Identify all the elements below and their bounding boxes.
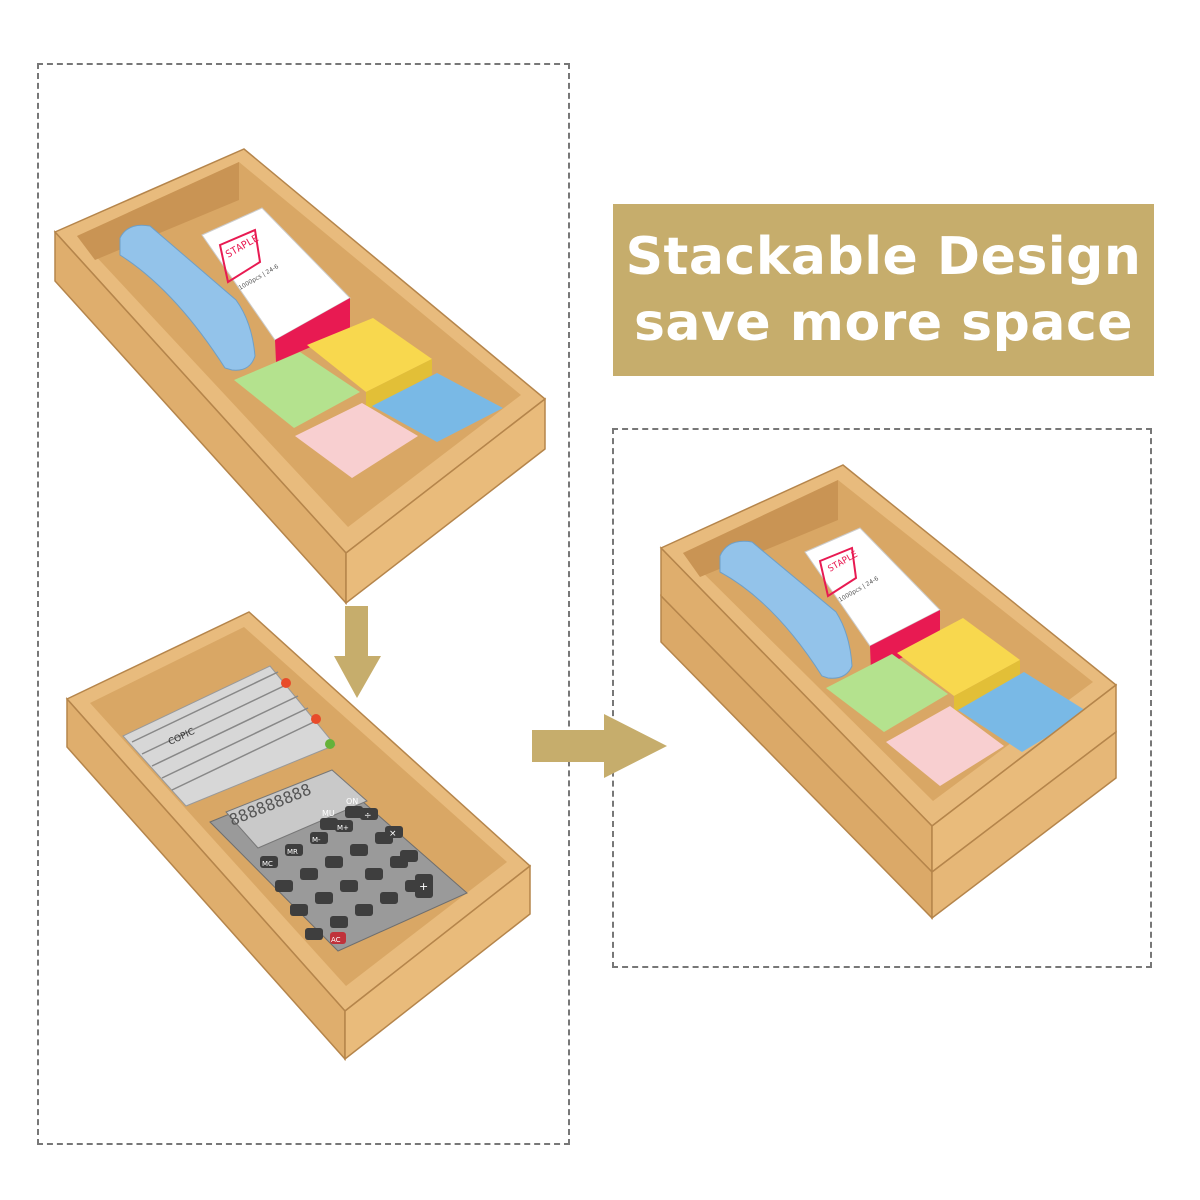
stacked-sticky-note-yellow (897, 618, 1020, 712)
sticky-note-pink (295, 403, 418, 478)
key-m-minus: M- (312, 836, 321, 844)
banner-line-1: Stackable Design (625, 227, 1142, 287)
markers: COPIC (122, 665, 336, 807)
stackable-design-banner: Stackable Design save more space (613, 204, 1154, 376)
key-ac: AC (331, 936, 341, 944)
key-plus: + (419, 880, 428, 893)
right-frame (612, 428, 1152, 968)
key-multiply: × (389, 829, 397, 839)
sticky-note-blue (372, 373, 503, 442)
stacked-sticky-note-blue (958, 672, 1088, 752)
key-mu: MU (322, 809, 335, 818)
key-divide: ÷ (364, 811, 372, 821)
key-mr: MR (287, 848, 298, 856)
banner-line-2: save more space (633, 293, 1134, 353)
key-m-plus: M+ (337, 824, 349, 832)
stacked-sticky-note-green (826, 654, 948, 732)
key-mc: MC (262, 860, 273, 868)
stacked-stapler (719, 540, 853, 679)
stacked-sticky-note-pink (886, 706, 1004, 786)
left-frame (37, 63, 570, 1145)
sticky-note-yellow (307, 318, 432, 410)
key-on: ON (346, 797, 358, 806)
sticky-note-green (234, 352, 360, 428)
staple-box: STAPLE 1000pcs | 24-6 (201, 207, 351, 362)
stapler (119, 224, 256, 371)
